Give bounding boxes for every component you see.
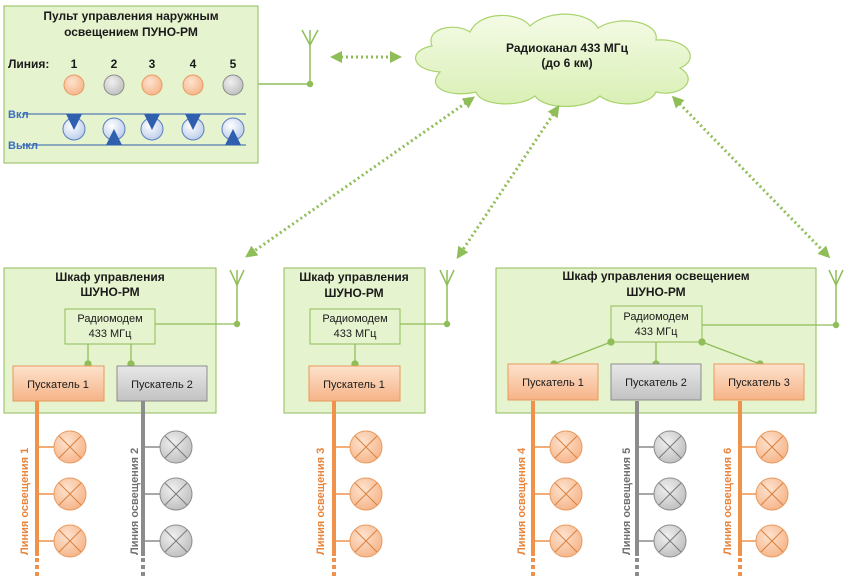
radio-link-cabinet-2 <box>456 105 560 259</box>
switch-line-4[interactable] <box>181 114 205 141</box>
street-lamp-icon <box>53 477 87 511</box>
street-lamp-icon <box>349 524 383 558</box>
switch-down-arrow-icon <box>66 114 82 130</box>
street-lamp-icon <box>159 477 193 511</box>
cabinet-1-starter-1-label: Пускатель 1 <box>27 379 89 391</box>
radiomodem-2 <box>309 308 401 345</box>
antenna-icon <box>439 269 455 328</box>
street-lamp-icon <box>755 524 789 558</box>
indicator-lamp-5-off <box>222 74 244 96</box>
lighting-line-5 <box>635 401 687 576</box>
radiomodem-3-line2: 433 МГц <box>635 326 679 338</box>
street-lamp-icon <box>549 477 583 511</box>
indicator-lamp-2-off <box>103 74 125 96</box>
cabinet-1-starter-1 <box>12 365 105 402</box>
cabinet-3-title-line1: Шкаф управления освещением <box>562 269 749 283</box>
street-lamp-icon <box>549 430 583 464</box>
cabinet-1-title-line1: Шкаф управления <box>55 270 164 284</box>
radio-link-cabinet-3 <box>671 95 831 259</box>
street-lamp-icon <box>349 430 383 464</box>
lighting-line-4 <box>531 401 583 576</box>
cabinet-3-starter-3 <box>713 363 805 401</box>
line-number-1: 1 <box>71 57 78 71</box>
cabinet-3-starter-2-label: Пускатель 2 <box>625 377 687 389</box>
indicator-lamp-4-on <box>182 74 204 96</box>
cabinet-3-starter-2 <box>610 363 702 401</box>
street-lamp-icon <box>349 477 383 511</box>
lines-label: Линия: <box>8 57 49 71</box>
radiomodem-1-line2: 433 МГц <box>89 328 133 340</box>
street-lamp-icon <box>653 477 687 511</box>
radiomodem-1-line1: Радиомодем <box>77 313 142 325</box>
cabinet-2-title-line2: ШУНО-РМ <box>324 286 383 300</box>
street-lamp-icon <box>653 430 687 464</box>
indicator-lamp-1-on <box>63 74 85 96</box>
antenna-icon <box>229 269 245 328</box>
street-lamp-icon <box>53 430 87 464</box>
switch-line-1[interactable] <box>62 114 86 141</box>
line-number-5: 5 <box>230 57 237 71</box>
street-lamp-icon <box>755 430 789 464</box>
off-label: Выкл <box>8 140 38 152</box>
radiomodem-2-line1: Радиомодем <box>322 313 387 325</box>
street-lamp-icon <box>53 524 87 558</box>
lighting-line-2-label: Линия освещения 2 <box>129 448 141 555</box>
lighting-line-1-label: Линия освещения 1 <box>19 448 31 555</box>
radio-channel-cloud: Радиоканал 433 МГц (до 6 км) <box>414 13 691 107</box>
cabinet-3: Шкаф управления освещением ШУНО-РМ Радио… <box>495 267 836 414</box>
switch-line-3[interactable] <box>140 114 164 141</box>
lighting-line-1 <box>35 401 87 576</box>
street-lamp-icon <box>159 524 193 558</box>
lighting-line-6-label: Линия освещения 6 <box>722 448 734 555</box>
switch-up-arrow-icon <box>106 129 122 145</box>
cabinet-1-starter-2-label: Пускатель 2 <box>131 379 193 391</box>
antenna-icon <box>258 29 319 88</box>
radiomodem-1 <box>64 308 156 345</box>
lighting-line-3-label: Линия освещения 3 <box>315 448 327 555</box>
remote-title-line2: освещением ПУНО-РМ <box>64 25 198 39</box>
cabinet-3-starter-1 <box>507 363 599 401</box>
street-lamp-icon <box>549 524 583 558</box>
lighting-line-3 <box>332 401 383 576</box>
cabinet-1-title-line2: ШУНО-РМ <box>80 285 139 299</box>
cabinet-3-starter-1-label: Пускатель 1 <box>522 377 584 389</box>
switch-line-5[interactable] <box>221 117 245 145</box>
cabinet-2: Шкаф управления ШУНО-РМ Радиомодем 433 М… <box>283 267 447 414</box>
remote-control-panel: Пульт управления наружным освещением ПУН… <box>3 5 259 164</box>
lighting-lines <box>35 401 789 576</box>
radio-link-cabinet-1 <box>245 96 475 258</box>
lighting-line-5-label: Линия освещения 5 <box>621 448 633 555</box>
line-number-3: 3 <box>149 57 156 71</box>
street-lamp-icon <box>653 524 687 558</box>
radio-channel-line1: Радиоканал 433 МГц <box>506 41 629 55</box>
cabinet-2-title-line1: Шкаф управления <box>299 270 408 284</box>
radiomodem-3-line1: Радиомодем <box>623 311 688 323</box>
line-number-4: 4 <box>190 57 197 71</box>
switch-line-2[interactable] <box>102 117 126 145</box>
indicator-lamp-3-on <box>141 74 163 96</box>
on-label: Вкл <box>8 109 29 121</box>
switch-down-arrow-icon <box>185 114 201 130</box>
switch-down-arrow-icon <box>144 114 160 130</box>
lighting-line-6 <box>738 401 789 576</box>
cabinet-2-starter-1 <box>308 365 401 402</box>
line-number-2: 2 <box>111 57 118 71</box>
antenna-icon <box>828 269 844 329</box>
cabinet-1-starter-2 <box>116 365 208 402</box>
street-lamp-icon <box>755 477 789 511</box>
cabinet-3-starter-3-label: Пускатель 3 <box>728 377 790 389</box>
radiomodem-2-line2: 433 МГц <box>334 328 378 340</box>
radio-channel-line2: (до 6 км) <box>541 56 592 70</box>
cabinet-2-starter-1-label: Пускатель 1 <box>323 379 385 391</box>
cabinet-1: Шкаф управления ШУНО-РМ Радиомодем 433 М… <box>3 267 237 414</box>
switch-up-arrow-icon <box>225 129 241 145</box>
lighting-line-4-label: Линия освещения 4 <box>516 447 528 555</box>
cabinet-3-title-line2: ШУНО-РМ <box>626 285 685 299</box>
lighting-line-2 <box>141 401 193 576</box>
street-lamp-icon <box>159 430 193 464</box>
remote-title-line1: Пульт управления наружным <box>43 9 218 23</box>
